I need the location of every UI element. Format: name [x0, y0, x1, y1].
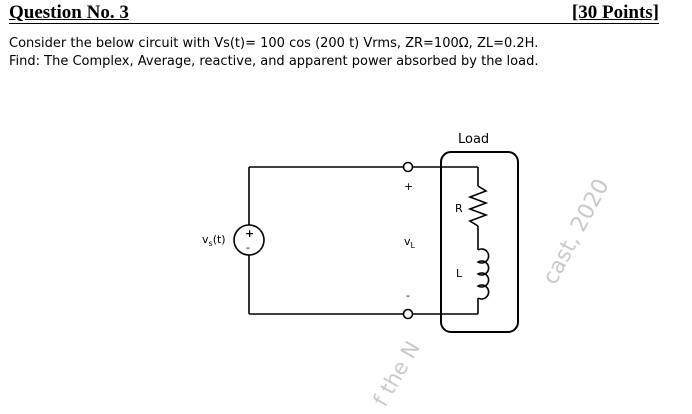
question-points: [30 Points] [571, 2, 659, 23]
question-title: Question No. 3 [9, 2, 129, 23]
terminal-plus-sign: + [404, 180, 413, 193]
voltage-source [233, 224, 265, 256]
terminal-bottom [402, 308, 414, 320]
resistor [467, 185, 489, 227]
source-minus-sign: - [246, 241, 250, 254]
terminal-minus-sign: - [406, 289, 410, 302]
source-label: vs(t) [202, 233, 226, 248]
inductor-label: L [456, 267, 463, 280]
vl-label: vL [404, 235, 416, 250]
load-box [440, 151, 519, 333]
problem-statement-line-1: Consider the below circuit with Vs(t)= 1… [9, 36, 539, 51]
source-plus-sign: + [245, 227, 254, 240]
terminal-top [402, 161, 414, 173]
problem-statement-line-2: Find: The Complex, Average, reactive, an… [9, 54, 539, 69]
title-rule [9, 23, 659, 24]
load-label: Load [458, 132, 489, 147]
inductor [476, 248, 490, 300]
resistor-label: R [455, 202, 463, 215]
watermark-right: cast, 2020 [538, 175, 614, 289]
watermark-bottom: f the N [369, 337, 425, 410]
